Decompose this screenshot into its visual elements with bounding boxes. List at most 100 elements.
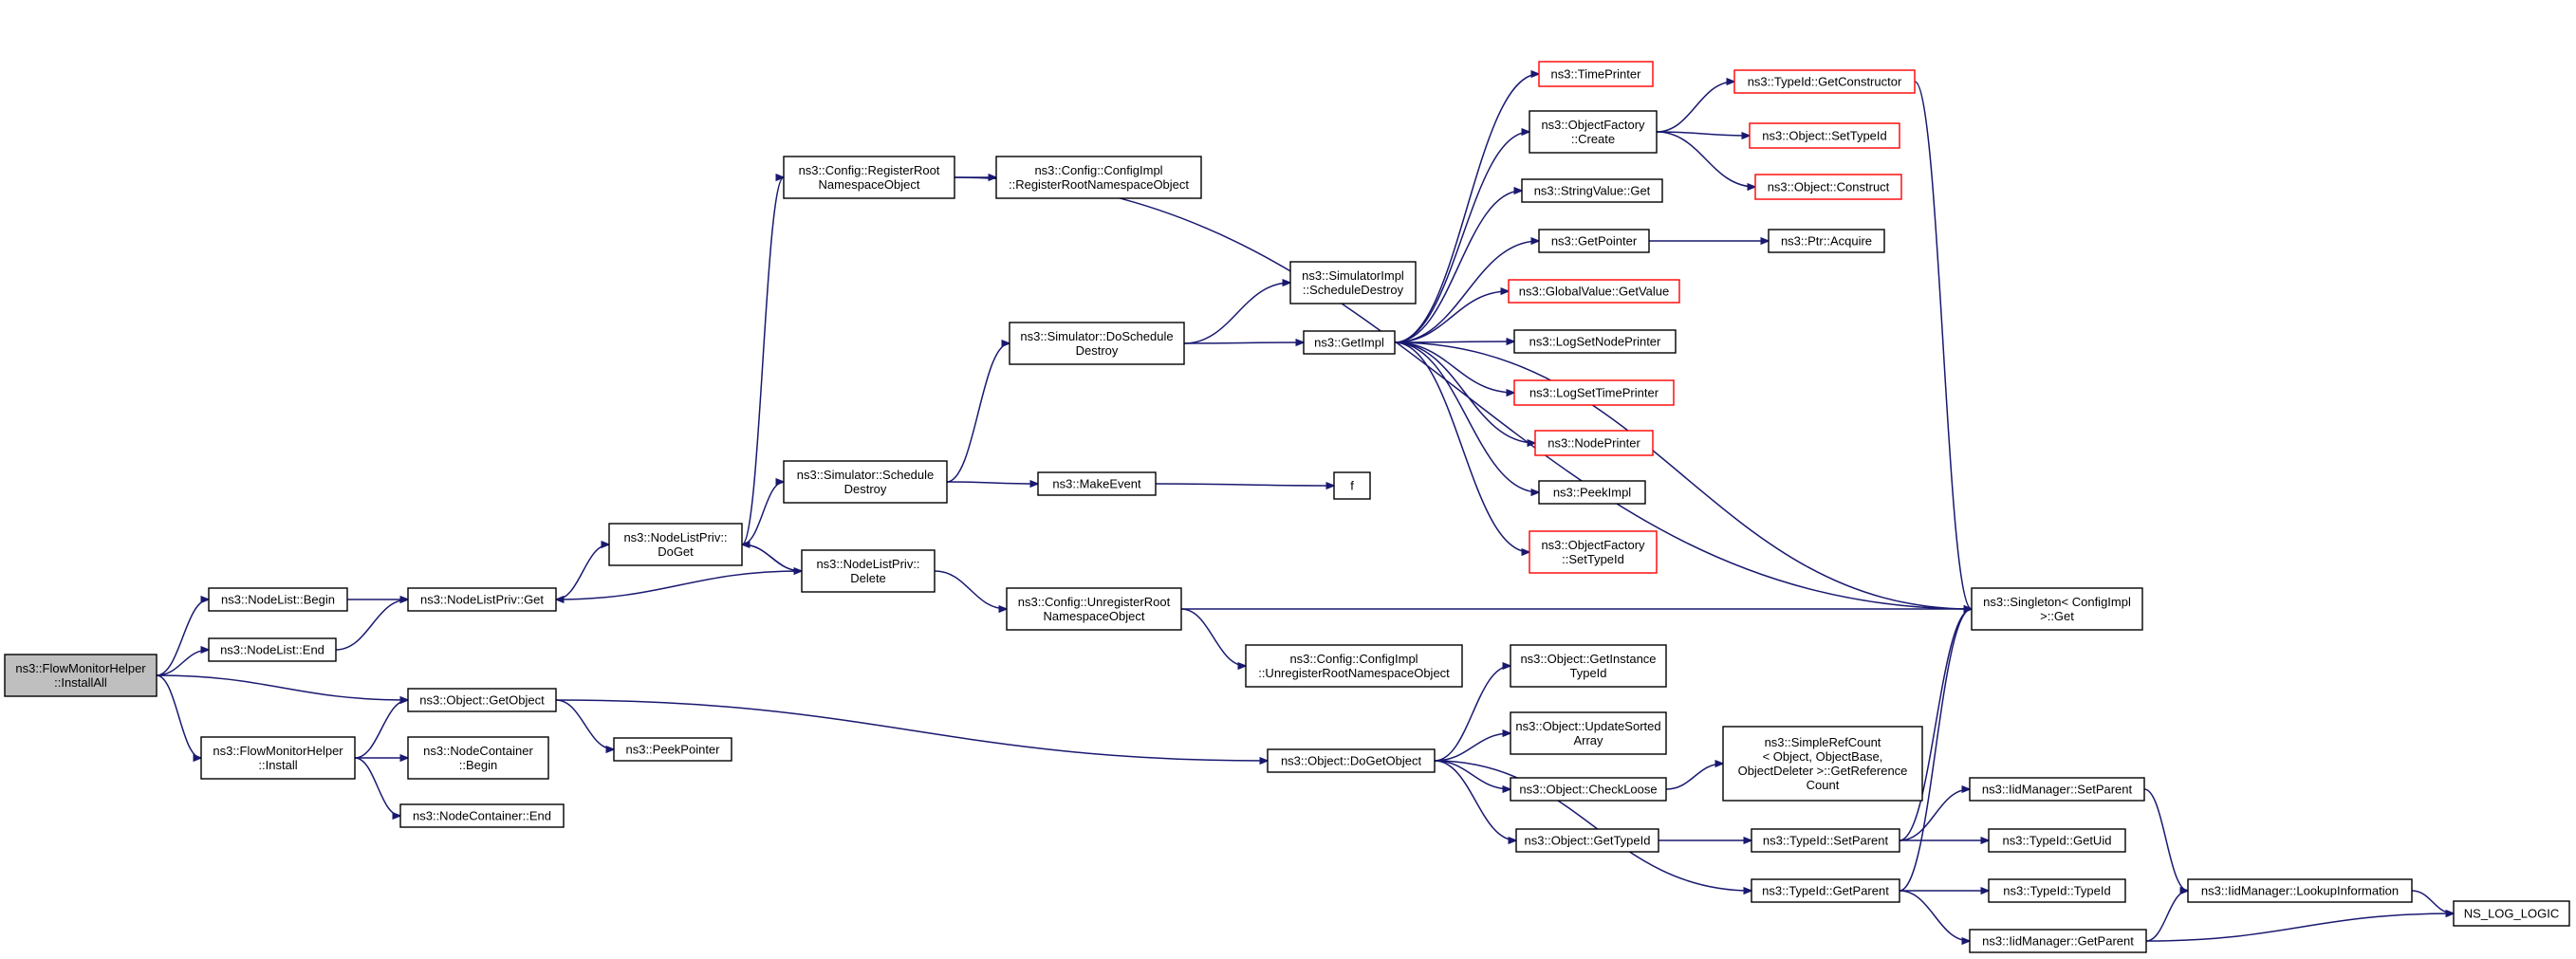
node-label-line: Count [1807, 778, 1840, 792]
node-typeid-getuid[interactable]: ns3::TypeId::GetUid [1988, 828, 2126, 853]
node-label-line: ns3::TypeId::GetConstructor [1748, 75, 1902, 89]
node-label-line: ns3::ObjectFactory [1541, 538, 1645, 552]
node-box [2453, 900, 2570, 927]
edge-install-all-to-nodelist-begin [156, 599, 209, 676]
node-box [1751, 878, 1900, 903]
edge-makeevent-to-f [1155, 484, 1334, 486]
node-nlp-doget[interactable]: ns3::NodeListPriv::DoGet [608, 523, 743, 566]
node-label-line: Destroy [844, 482, 887, 496]
node-peekimpl[interactable]: ns3::PeekImpl [1538, 480, 1646, 505]
node-nodeprinter[interactable]: ns3::NodePrinter [1534, 430, 1654, 456]
node-nc-end[interactable]: ns3::NodeContainer::End [399, 803, 565, 828]
node-nlp-delete[interactable]: ns3::NodeListPriv::Delete [801, 549, 936, 593]
node-timeprinter[interactable]: ns3::TimePrinter [1538, 61, 1654, 87]
node-box [1733, 69, 1916, 94]
node-label-line: ns3::SimulatorImpl [1302, 268, 1404, 283]
node-logsetnodeprinter[interactable]: ns3::LogSetNodePrinter [1513, 329, 1677, 354]
node-label-line: ::Create [1571, 132, 1615, 146]
node-iidmgr-setparent[interactable]: ns3::IidManager::SetParent [1969, 777, 2145, 802]
node-label-line: ns3::IidManager::SetParent [1982, 783, 2133, 797]
node-nc-begin[interactable]: ns3::NodeContainer::Begin [407, 736, 549, 780]
node-install-all[interactable]: ns3::FlowMonitorHelper::InstallAll [4, 654, 158, 697]
node-obj-dogetobject[interactable]: ns3::Object::DoGetObject [1267, 748, 1436, 773]
node-label-line: ObjectDeleter >::GetReference [1738, 764, 1908, 778]
node-logsettimeprinter[interactable]: ns3::LogSetTimePrinter [1513, 379, 1675, 406]
edge-obj-getobject-to-peekpointer [555, 699, 614, 749]
node-obj-gettypeid[interactable]: ns3::Object::GetTypeId [1515, 828, 1659, 853]
node-iidmgr-getparent[interactable]: ns3::IidManager::GetParent [1969, 929, 2147, 953]
node-box [1006, 587, 1182, 631]
node-ptr-acquire[interactable]: ns3::Ptr::Acquire [1768, 229, 1885, 253]
node-globalvalue-getvalue[interactable]: ns3::GlobalValue::GetValue [1508, 279, 1680, 304]
edge-cfg-register-to-singleton-get [954, 176, 1972, 609]
node-label-line: ns3::IidManager::GetParent [1982, 934, 2134, 949]
node-label-line: NamespaceObject [1044, 609, 1145, 623]
edge-typeid-setparent-to-singleton-get [1899, 609, 1972, 841]
node-box [1529, 530, 1658, 574]
node-f[interactable]: f [1333, 471, 1371, 500]
node-typeid-getparent[interactable]: ns3::TypeId::GetParent [1751, 878, 1900, 903]
node-box [1009, 322, 1185, 365]
edge-cfg-unregister-to-cfgimpl-unregister [1180, 608, 1246, 666]
node-simimpl-schedule-destroy[interactable]: ns3::SimulatorImpl::ScheduleDestroy [1289, 261, 1417, 304]
node-obj-settypeid[interactable]: ns3::Object::SetTypeId [1749, 122, 1900, 149]
node-cfg-register[interactable]: ns3::Config::RegisterRootNamespaceObject [783, 156, 955, 199]
node-label-line: ns3::IidManager::LookupInformation [2201, 884, 2399, 898]
node-obj-getobject[interactable]: ns3::Object::GetObject [407, 688, 557, 712]
node-peekpointer[interactable]: ns3::PeekPointer [613, 737, 732, 762]
node-cfgimpl-unregister[interactable]: ns3::Config::ConfigImpl::UnregisterRootN… [1245, 644, 1463, 688]
node-stringvalue-get[interactable]: ns3::StringValue::Get [1521, 178, 1663, 203]
node-box [1289, 261, 1417, 304]
node-obj-checkloose[interactable]: ns3::Object::CheckLoose [1510, 777, 1667, 802]
node-cfg-unregister[interactable]: ns3::Config::UnregisterRootNamespaceObje… [1006, 587, 1182, 631]
edge-getimpl-to-objfactory-settypeid [1394, 341, 1529, 552]
edge-nlp-delete-to-nlp-get [556, 570, 803, 599]
node-sim-schedule-destroy[interactable]: ns3::Simulator::ScheduleDestroy [783, 460, 948, 504]
node-box [1538, 480, 1646, 505]
edge-getimpl-to-stringvalue-get [1394, 191, 1522, 343]
node-makeevent[interactable]: ns3::MakeEvent [1037, 471, 1157, 496]
node-cfgimpl-register[interactable]: ns3::Config::ConfigImpl::RegisterRootNam… [995, 156, 1202, 199]
node-obj-construct[interactable]: ns3::Object::Construct [1754, 174, 1902, 200]
edge-typeid-setparent-to-iidmgr-setparent [1899, 789, 1970, 841]
node-typeid-setparent[interactable]: ns3::TypeId::SetParent [1751, 828, 1900, 853]
node-box [399, 803, 565, 828]
node-nodelist-begin[interactable]: ns3::NodeList::Begin [208, 587, 348, 612]
node-label-line: TypeId [1569, 666, 1606, 680]
node-fmh-install[interactable]: ns3::FlowMonitorHelper::Install [200, 736, 356, 780]
edge-iidmgr-lookupinformation-to-ns-log-logic [2411, 890, 2454, 913]
node-getimpl[interactable]: ns3::GetImpl [1303, 330, 1396, 355]
node-nodelist-end[interactable]: ns3::NodeList::End [208, 637, 337, 662]
edge-getimpl-to-nodeprinter [1394, 341, 1535, 443]
node-box [1971, 587, 2143, 631]
node-getpointer[interactable]: ns3::GetPointer [1538, 229, 1650, 253]
node-typeid-typeid[interactable]: ns3::TypeId::TypeId [1988, 878, 2126, 903]
node-label-line: ns3::FlowMonitorHelper [213, 744, 343, 758]
edge-nlp-doget-to-cfg-register [741, 177, 785, 545]
edge-typeid-getconstructor-to-singleton-get [1914, 81, 1973, 609]
node-label-line: ns3::Config::RegisterRoot [799, 163, 940, 177]
edge-iidmgr-getparent-to-iidmgr-lookupinformation [2145, 891, 2188, 942]
node-objfactory-create[interactable]: ns3::ObjectFactory::Create [1529, 110, 1658, 154]
edge-sim-schedule-destroy-to-sim-doschedule-destroy [946, 343, 1010, 483]
node-iidmgr-lookupinformation[interactable]: ns3::IidManager::LookupInformation [2187, 878, 2413, 903]
node-singleton-get[interactable]: ns3::Singleton< ConfigImpl>::Get [1971, 587, 2143, 631]
node-nlp-get[interactable]: ns3::NodeListPriv::Get [407, 587, 557, 612]
node-box [783, 460, 948, 504]
node-box [1538, 229, 1650, 253]
node-simplerefcount[interactable]: ns3::SimpleRefCount< Object, ObjectBase,… [1722, 726, 1923, 802]
node-ns-log-logic[interactable]: NS_LOG_LOGIC [2453, 900, 2570, 927]
node-label-line: ns3::TimePrinter [1551, 67, 1642, 82]
node-box [208, 587, 348, 612]
edge-typeid-getparent-to-iidmgr-getparent [1899, 890, 1970, 941]
edge-objfactory-create-to-typeid-getconstructor [1656, 82, 1734, 133]
node-box [407, 688, 557, 712]
node-objfactory-settypeid[interactable]: ns3::ObjectFactory::SetTypeId [1529, 530, 1658, 574]
edge-fmh-install-to-obj-getobject [354, 700, 408, 759]
node-label-line: Destroy [1076, 343, 1119, 358]
node-box [1988, 828, 2126, 853]
node-typeid-getconstructor[interactable]: ns3::TypeId::GetConstructor [1733, 69, 1916, 94]
